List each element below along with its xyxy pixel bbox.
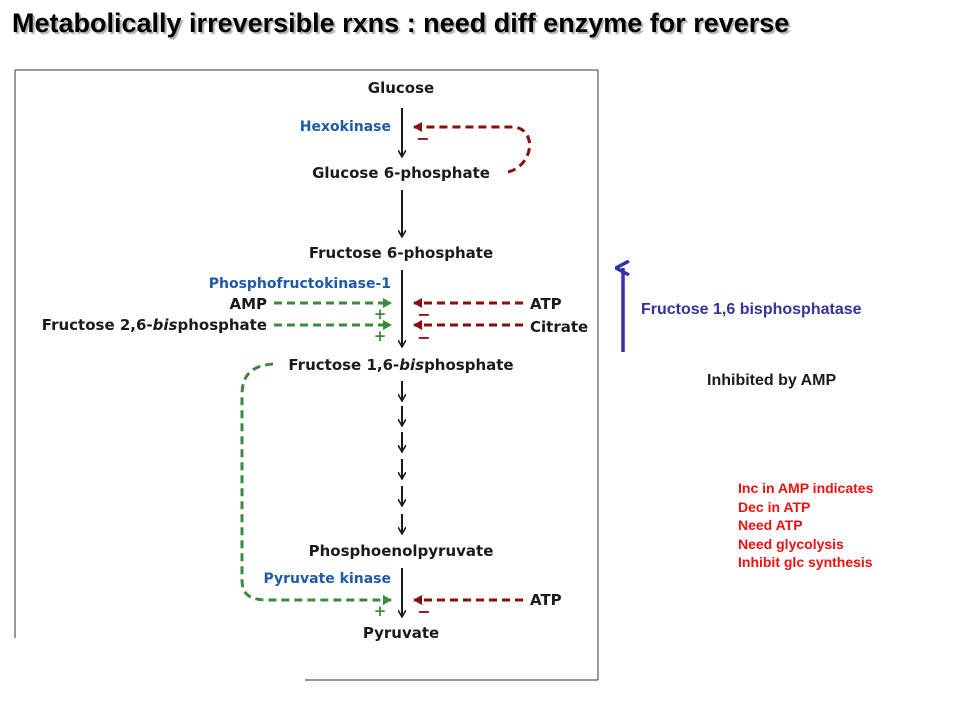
- activation-f16bp-pyruvate-kinase: [240, 362, 392, 605]
- inhibition-sign-hexokinase: −: [416, 129, 429, 148]
- effector-citrate: Citrate: [530, 318, 588, 336]
- effector-atp-pyruvate-kinase: ATP: [530, 591, 562, 609]
- slide-title: Metabolically irreversible rxns : need d…: [12, 8, 790, 38]
- note-item: Need ATP: [738, 517, 803, 534]
- note-item: Inhibit glc synthesis: [738, 554, 873, 571]
- metabolite-pyruvate: Pyruvate: [363, 624, 439, 642]
- note-item: Need glycolysis: [738, 535, 844, 552]
- enzyme-hexokinase: Hexokinase: [300, 119, 391, 135]
- metabolite-fructose-6-phosphate: Fructose 6-phosphate: [309, 244, 493, 262]
- enzyme-pyruvate-kinase: Pyruvate kinase: [263, 571, 391, 587]
- activation-sign-f26bp: +: [374, 327, 387, 345]
- note-item: Dec in ATP: [738, 498, 811, 515]
- effector-fructose-2-6-bisphosphate: Fructose 2,6-bisphosphate: [42, 316, 267, 334]
- effector-amp: AMP: [229, 295, 267, 313]
- metabolite-glucose: Glucose: [368, 79, 434, 97]
- activation-sign-amp: +: [374, 305, 387, 323]
- inhibition-sign-citrate-pfk1: −: [417, 328, 430, 347]
- metabolite-fructose-1-6-bisphosphate: Fructose 1,6-bisphosphate: [288, 356, 513, 374]
- effector-atp-pfk: ATP: [530, 295, 562, 313]
- activation-sign-pyruvate-kinase: +: [374, 602, 387, 620]
- enzyme-phosphofructokinase-1: Phosphofructokinase-1: [209, 276, 391, 292]
- notes-list: Inc in AMP indicates Dec in ATP Need ATP…: [738, 479, 873, 572]
- inhibition-sign-atp-pfk1: −: [417, 305, 430, 324]
- reverse-enzyme-label: Fructose 1,6 bisphosphatase: [641, 301, 862, 318]
- note-item: Inc in AMP indicates: [738, 480, 874, 496]
- inhibition-sign-pyruvate-kinase: −: [417, 602, 430, 621]
- reverse-enzyme-regulation: Inhibited by AMP: [707, 372, 837, 389]
- metabolite-phosphoenolpyruvate: Phosphoenolpyruvate: [309, 542, 494, 560]
- metabolite-glucose-6-phosphate: Glucose 6-phosphate: [312, 164, 490, 182]
